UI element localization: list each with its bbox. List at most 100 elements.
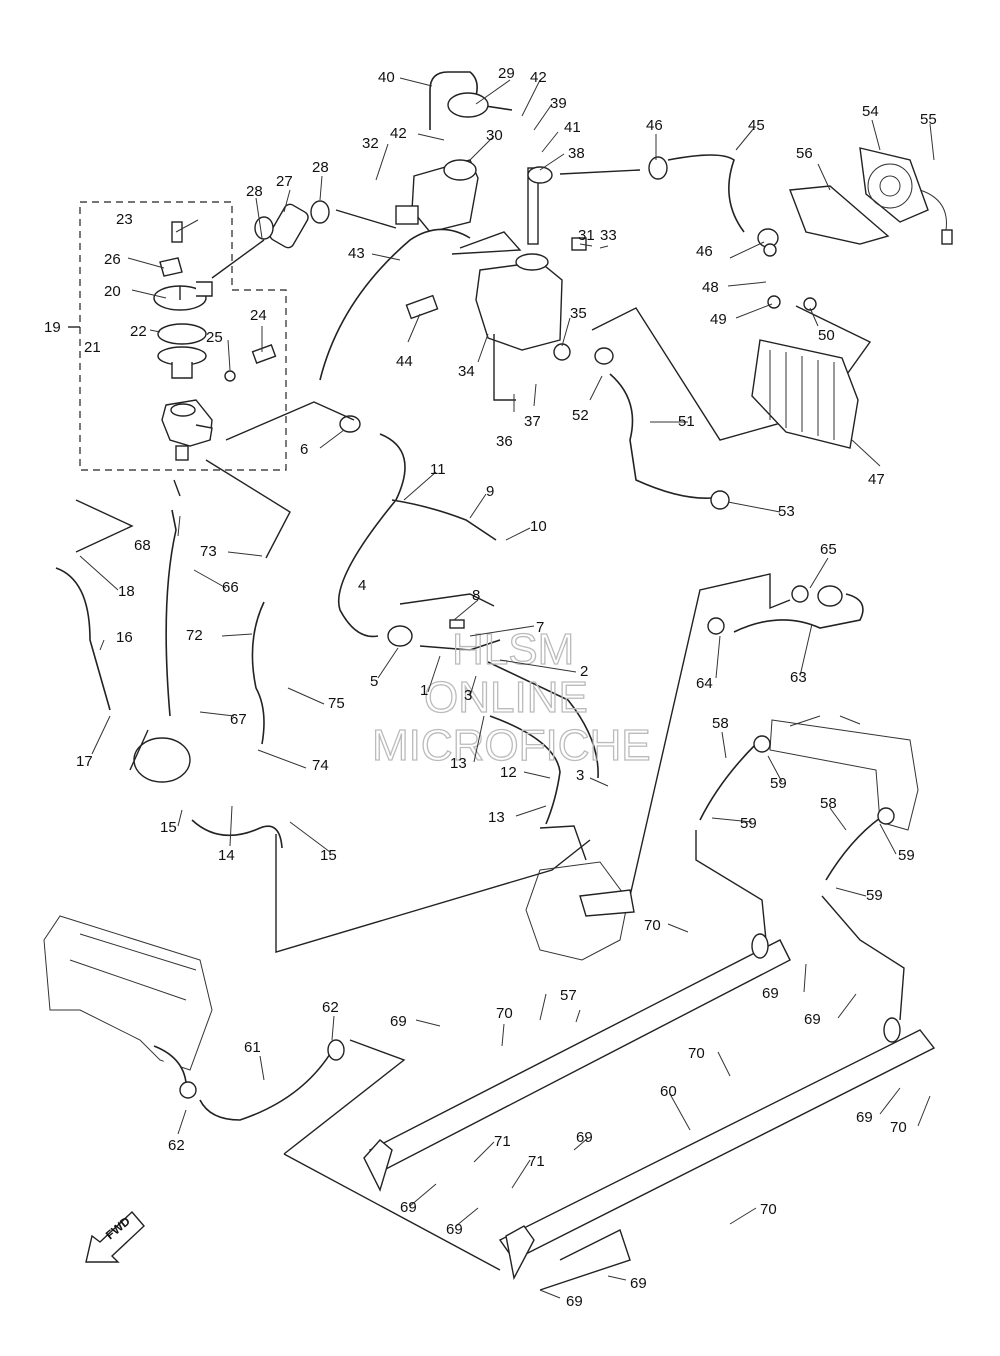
callout-3: 3: [576, 767, 584, 784]
center-hoses: [337, 415, 599, 825]
callout-8: 8: [472, 587, 480, 604]
hoses-58: [699, 735, 895, 881]
callout-16: 16: [116, 629, 133, 646]
callout-28: 28: [312, 159, 329, 176]
callout-59: 59: [866, 887, 883, 904]
watermark-line-1: HLSM: [452, 625, 574, 674]
callout-22: 22: [130, 323, 147, 340]
thermostat-group-outline: [68, 201, 287, 471]
callout-31: 31: [578, 227, 595, 244]
callout-4: 4: [358, 577, 366, 594]
callout-27: 27: [276, 173, 293, 190]
callout-15: 15: [320, 847, 337, 864]
callout-23: 23: [116, 211, 133, 228]
hose-63: [707, 585, 919, 831]
callout-74: 74: [312, 757, 329, 774]
callout-64: 64: [696, 675, 713, 692]
callout-6: 6: [300, 441, 308, 458]
callout-62: 62: [322, 999, 339, 1016]
callout-60: 60: [660, 1083, 677, 1100]
callout-18: 18: [118, 583, 135, 600]
callout-50: 50: [818, 327, 835, 344]
callout-43: 43: [348, 245, 365, 262]
callout-33: 33: [600, 227, 617, 244]
callout-69: 69: [446, 1221, 463, 1238]
callout-55: 55: [920, 111, 937, 128]
callout-69: 69: [804, 1011, 821, 1028]
callout-42: 42: [390, 125, 407, 142]
callout-9: 9: [486, 483, 494, 500]
callout-7: 7: [536, 619, 544, 636]
callout-29: 29: [498, 65, 515, 82]
callout-69: 69: [630, 1275, 647, 1292]
callout-1: 1: [420, 682, 428, 699]
callout-67: 67: [230, 711, 247, 728]
callout-72: 72: [186, 627, 203, 644]
callout-19: 19: [44, 319, 61, 336]
callout-5: 5: [370, 673, 378, 690]
callout-65: 65: [820, 541, 837, 558]
callout-13: 13: [450, 755, 467, 772]
callout-69: 69: [856, 1109, 873, 1126]
callout-66: 66: [222, 579, 239, 596]
callout-61: 61: [244, 1039, 261, 1056]
callout-20: 20: [104, 283, 121, 300]
callout-15: 15: [160, 819, 177, 836]
water-pump: [525, 861, 635, 961]
callout-71: 71: [494, 1133, 511, 1150]
left-frame: [43, 915, 345, 1121]
callout-63: 63: [790, 669, 807, 686]
callout-70: 70: [890, 1119, 907, 1136]
callout-70: 70: [688, 1045, 705, 1062]
callout-45: 45: [748, 117, 765, 134]
callout-46: 46: [646, 117, 663, 134]
callout-12: 12: [500, 764, 517, 781]
coolant-reservoir: [319, 71, 587, 381]
callout-26: 26: [104, 251, 121, 268]
callout-24: 24: [250, 307, 267, 324]
callout-62: 62: [168, 1137, 185, 1154]
callout-10: 10: [530, 518, 547, 535]
callout-70: 70: [760, 1201, 777, 1218]
callout-56: 56: [796, 145, 813, 162]
leader-lines: [79, 77, 935, 1299]
callout-70: 70: [644, 917, 661, 934]
callout-58: 58: [820, 795, 837, 812]
callout-69: 69: [400, 1199, 417, 1216]
callout-68: 68: [134, 537, 151, 554]
connection-lines: [75, 169, 905, 1021]
callout-53: 53: [778, 503, 795, 520]
callout-49: 49: [710, 311, 727, 328]
callout-69: 69: [566, 1293, 583, 1310]
callout-37: 37: [524, 413, 541, 430]
callout-71: 71: [528, 1153, 545, 1170]
callout-32: 32: [362, 135, 379, 152]
fwd-arrow-icon: FWD: [85, 1210, 145, 1263]
callout-58: 58: [712, 715, 729, 732]
thermostat-hoses: [55, 200, 330, 849]
callout-21: 21: [84, 339, 101, 356]
callout-51: 51: [678, 413, 695, 430]
long-pipes: [363, 933, 936, 1281]
callout-38: 38: [568, 145, 585, 162]
callout-44: 44: [396, 353, 413, 370]
callout-41: 41: [564, 119, 581, 136]
callout-70: 70: [496, 1005, 513, 1022]
hose-51: [594, 347, 730, 510]
callout-17: 17: [76, 753, 93, 770]
callout-54: 54: [862, 103, 879, 120]
callout-48: 48: [702, 279, 719, 296]
bottom-group-outline: [283, 1039, 631, 1291]
callout-59: 59: [740, 815, 757, 832]
callout-3: 3: [464, 687, 472, 704]
watermark-line-3: MICROFICHE: [372, 721, 651, 770]
callout-11: 11: [430, 461, 446, 478]
callout-69: 69: [390, 1013, 407, 1030]
callout-35: 35: [570, 305, 587, 322]
callout-40: 40: [378, 69, 395, 86]
callout-2: 2: [580, 663, 588, 680]
callout-28: 28: [246, 183, 263, 200]
callout-14: 14: [218, 847, 235, 864]
